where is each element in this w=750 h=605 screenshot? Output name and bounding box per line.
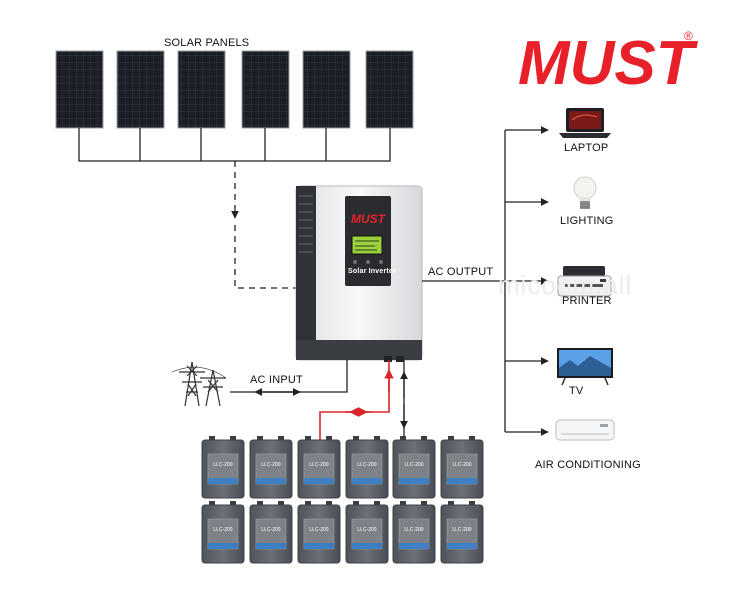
battery-model-label: LLC-200 [357,462,376,468]
laptop-icon [559,108,611,138]
inverter-logo: MUST [351,212,387,226]
solar-panel-array [55,50,414,129]
solar-panel [177,50,226,129]
ac-input-label: AC INPUT [250,374,303,386]
registered-mark: ® [684,29,693,43]
solar-panel [55,50,104,129]
load-label-printer: PRINTER [562,295,612,307]
inverter-name-label: Solar Inverter [348,268,396,275]
battery: LLC-200 [440,436,484,499]
battery-model-label: LLC-200 [357,527,376,533]
battery-model-label: LLC-200 [261,527,280,533]
solar-inverter [295,185,423,362]
battery: LLC-200 [297,436,341,499]
tv-icon [557,348,613,386]
pv-to-inverter-line [231,161,296,289]
watermark: micoom.all [498,270,633,300]
battery-model-label: LLC-200 [309,527,328,533]
solar-panel [241,50,290,129]
ac-output-bus [422,126,549,436]
battery: LLC-200 [345,501,389,564]
battery-link [319,360,408,440]
battery: LLC-200 [440,501,484,564]
battery: LLC-200 [297,501,341,564]
ac-output-label: AC OUTPUT [428,266,494,278]
battery: LLC-200 [249,501,293,564]
battery-model-label: LLC-200 [404,462,423,468]
solar-panel [365,50,414,129]
battery: LLC-200 [392,436,436,499]
load-label-air-conditioning: AIR CONDITIONING [535,459,641,471]
battery-model-label: LLC-200 [404,527,423,533]
inverter-brand-text: MUST [351,212,387,226]
battery: LLC-200 [249,436,293,499]
light-bulb-icon [573,176,597,209]
load-label-laptop: LAPTOP [564,142,609,154]
battery: LLC-200 [392,501,436,564]
battery: LLC-200 [201,436,245,499]
battery-model-label: LLC-200 [213,462,232,468]
ac-input-line [230,360,348,396]
printer-icon [557,266,612,297]
power-grid-towers-icon [171,361,227,407]
load-label-tv: TV [569,385,584,397]
battery: LLC-200 [201,501,245,564]
brand-name: MUST [518,29,699,94]
solar-panel [116,50,165,129]
battery-model-label: LLC-200 [452,462,471,468]
battery: LLC-200 [345,436,389,499]
battery-model-label: LLC-200 [213,527,232,533]
panel-wiring [78,128,391,162]
battery-model-label: LLC-200 [309,462,328,468]
battery-model-label: LLC-200 [261,462,280,468]
solar-panel [302,50,351,129]
air-conditioner-icon [555,419,615,441]
battery-model-label: LLC-200 [452,527,471,533]
must-logo: MUST ® [518,29,699,94]
load-label-lighting: LIGHTING [560,215,614,227]
solar-panels-label: SOLAR PANELS [164,37,250,49]
